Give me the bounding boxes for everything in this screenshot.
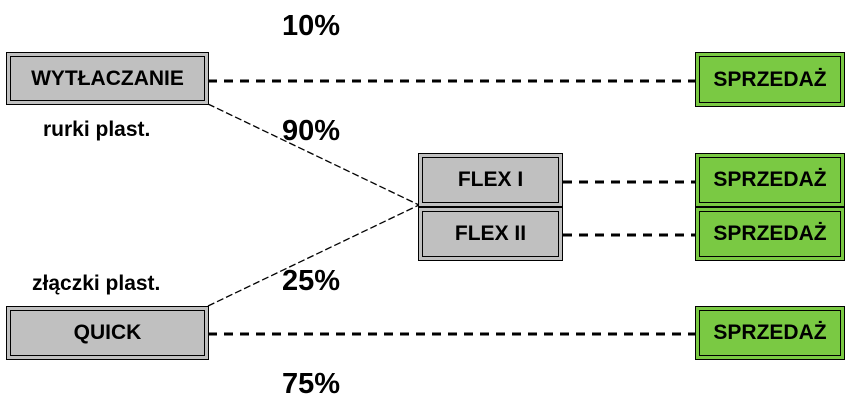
sales-label-3: SPRZEDAŻ — [713, 222, 827, 245]
quick-box: QUICK — [6, 306, 209, 360]
sales-box-4: SPRZEDAŻ — [695, 306, 845, 360]
quick-sublabel: złączki plast. — [32, 272, 161, 295]
percent-quick-to-sales: 75% — [282, 368, 341, 400]
sales-label-2: SPRZEDAŻ — [713, 168, 827, 191]
flex2-label: FLEX II — [454, 222, 527, 245]
sales-box-3: SPRZEDAŻ — [695, 207, 845, 261]
flex1-label: FLEX I — [457, 168, 524, 191]
quick-label: QUICK — [73, 321, 142, 344]
wytlaczanie-box: WYTŁACZANIE — [6, 52, 209, 105]
percent-quick-to-flex: 25% — [282, 265, 341, 297]
percent-wytlaczanie-to-sales: 10% — [282, 10, 341, 42]
wytlaczanie-label: WYTŁACZANIE — [31, 66, 184, 90]
line-wytlaczanie-to-flex — [207, 103, 420, 206]
flex2-box: FLEX II — [418, 207, 563, 261]
sales-label-1: SPRZEDAŻ — [713, 67, 827, 91]
line-quick-to-flex — [207, 204, 420, 307]
wytlaczanie-sublabel: rurki plast. — [43, 118, 151, 141]
sales-box-2: SPRZEDAŻ — [695, 153, 845, 207]
sales-box-1: SPRZEDAŻ — [695, 52, 845, 107]
sales-label-4: SPRZEDAŻ — [713, 321, 827, 344]
flex1-box: FLEX I — [418, 153, 563, 207]
percent-wytlaczanie-to-flex: 90% — [282, 115, 341, 147]
